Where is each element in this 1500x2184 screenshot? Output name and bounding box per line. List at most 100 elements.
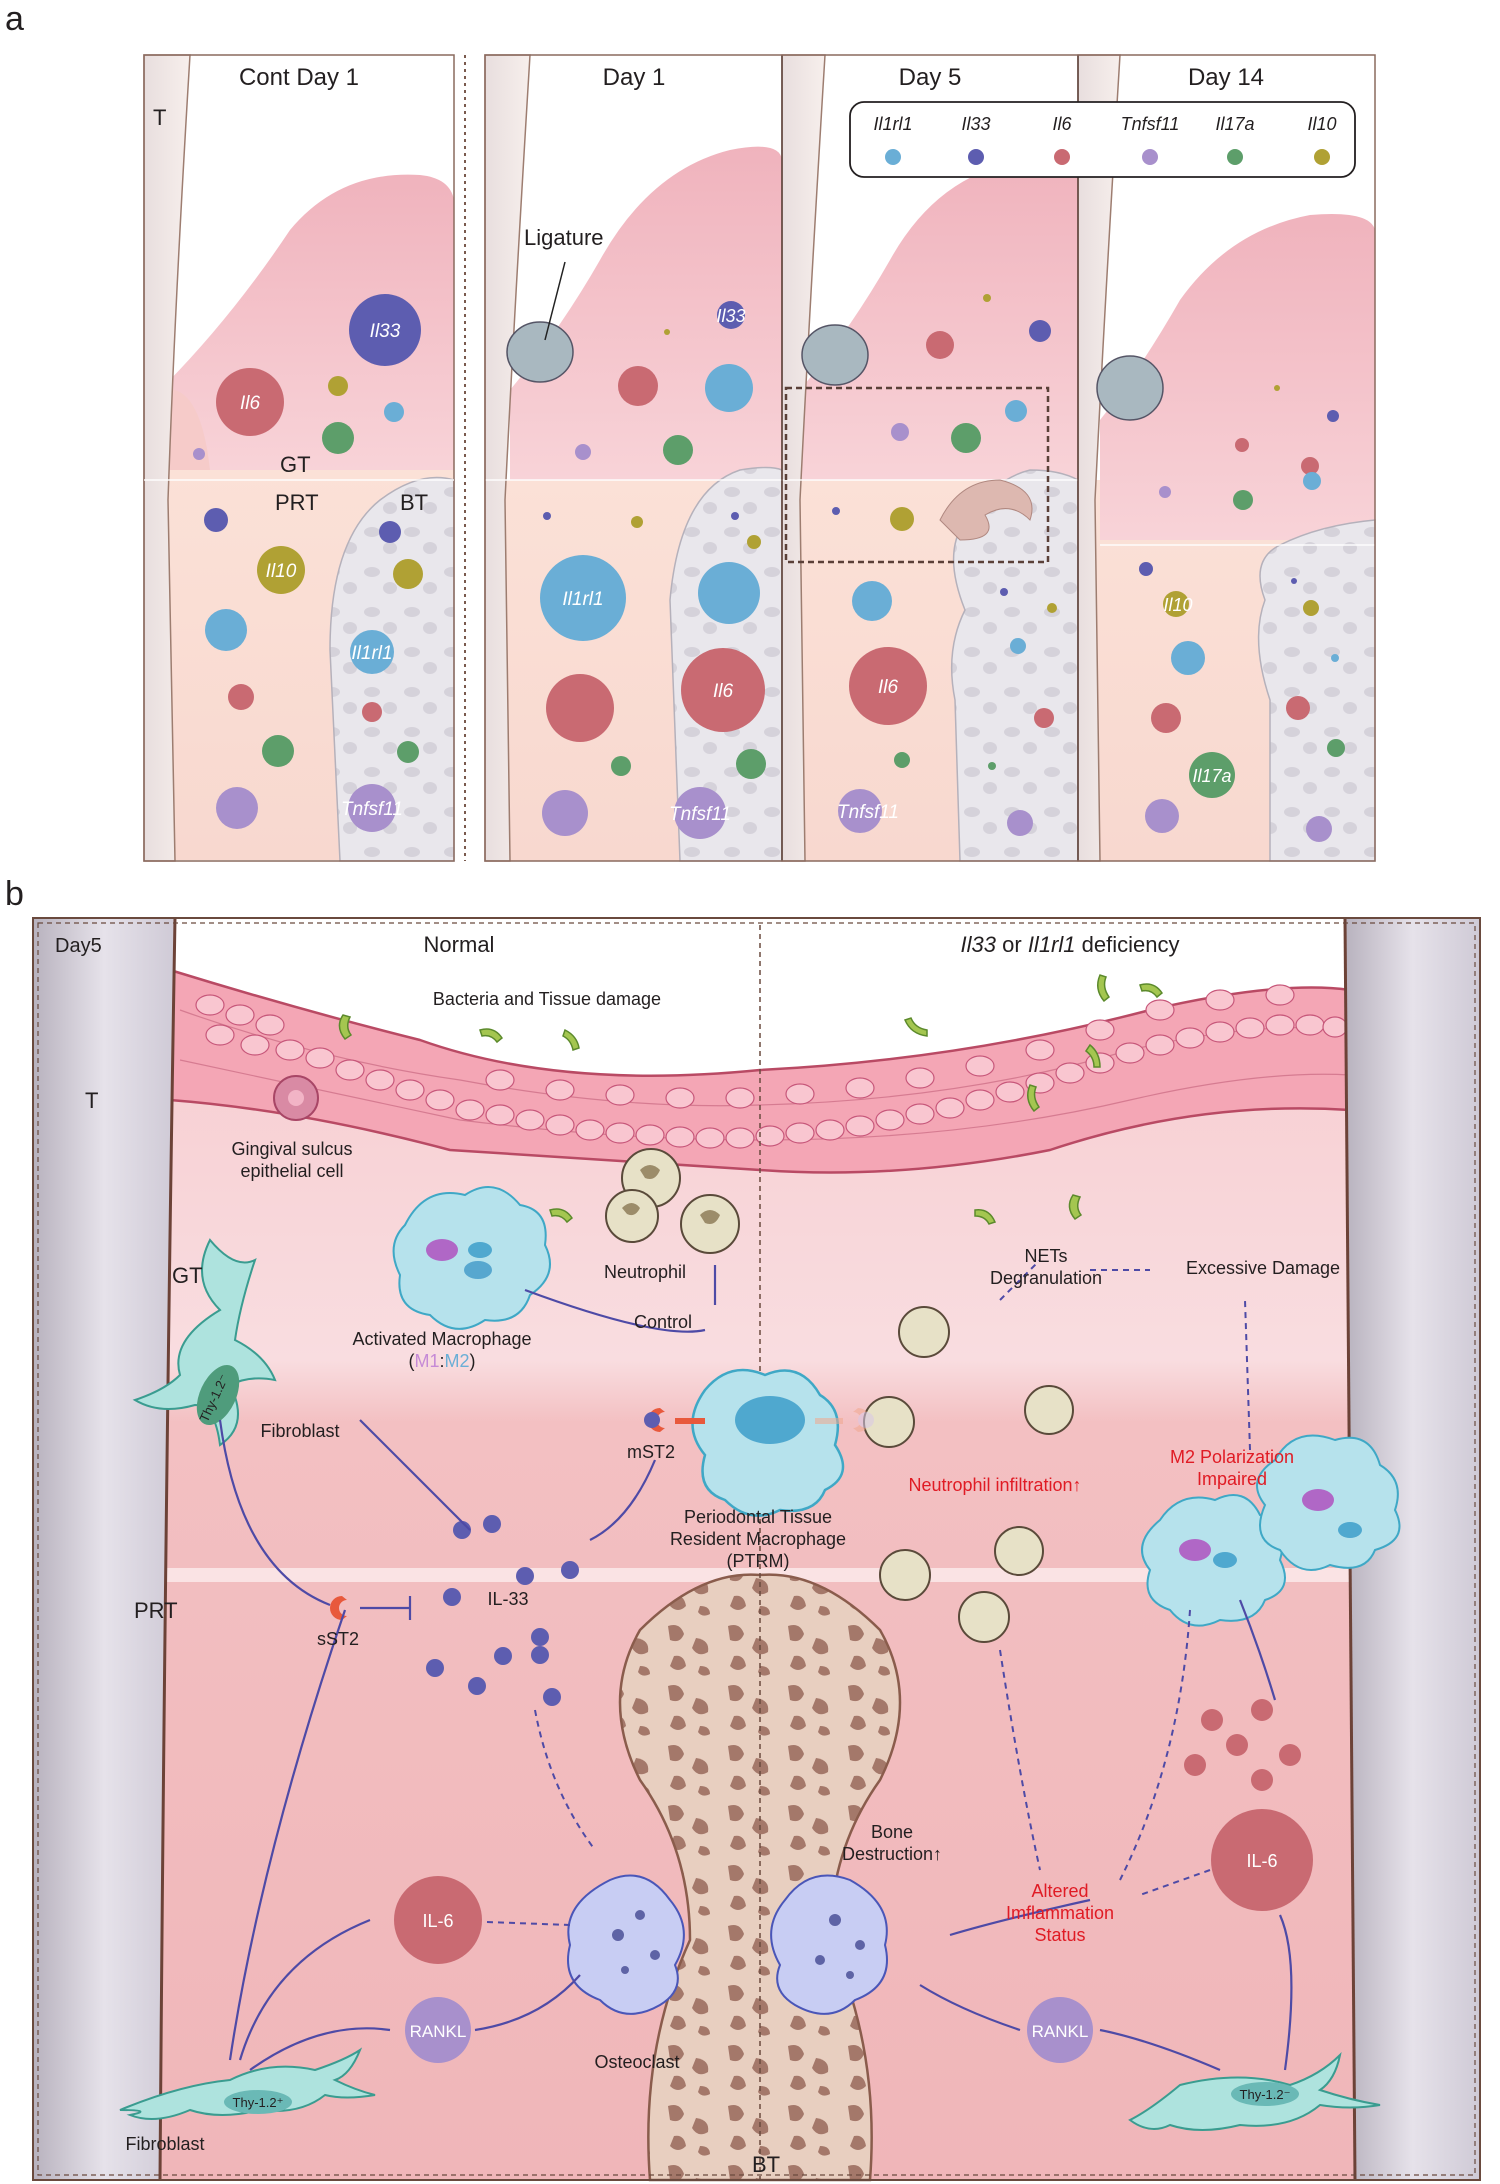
ligature-day1 — [506, 321, 574, 383]
il6-label-deficiency: IL-6 — [1246, 1851, 1277, 1871]
altered-label-3: Status — [1034, 1925, 1085, 1945]
column-title-day5: Day 5 — [899, 64, 962, 91]
cell-dot — [228, 684, 254, 710]
ligature-day5 — [801, 324, 869, 386]
m1-m2-colon: : — [439, 1351, 444, 1371]
label-il6-day5: Il6 — [878, 677, 899, 698]
m1-m2-open: ( — [408, 1351, 414, 1371]
altered-label-2: Imflammation — [1006, 1903, 1114, 1923]
tissue-label-ligament: PRT — [275, 490, 319, 515]
day5-column-cells — [832, 294, 1057, 836]
ptrm-label-1: Periodontal Tissue — [684, 1507, 832, 1527]
legend-dot-il17a — [1227, 149, 1243, 165]
panel-b-tissue-bone: BT — [752, 2152, 780, 2177]
label-tnfsf11: Tnfsf11 — [341, 799, 403, 820]
label-il10-day14: Il10 — [1163, 595, 1192, 615]
osteoclast-label: Osteoclast — [594, 2052, 679, 2072]
neutrophil-group-deficiency — [863, 1306, 1074, 1643]
osteoclast-deficiency — [770, 1874, 888, 2015]
activated-macrophage-label: Activated Macrophage — [352, 1329, 531, 1349]
label-tnfsf11-day5: Tnfsf11 — [837, 802, 899, 823]
il33-label: IL-33 — [487, 1589, 528, 1609]
rankl-circle-deficiency — [1027, 1997, 1093, 2063]
il6-dots — [1184, 1699, 1301, 1791]
cell-dot — [205, 609, 247, 651]
il6-circle-normal — [394, 1876, 482, 1964]
fibroblast-bottom-left — [119, 2047, 376, 2120]
m1-label: M1 — [414, 1351, 439, 1371]
cell-dot — [393, 559, 423, 589]
panel-b-letter: b — [5, 875, 24, 913]
legend-dot-il1rl1 — [885, 149, 901, 165]
deficiency-title: Il33 or Il1rl1 deficiency — [961, 932, 1180, 957]
cell-il10 — [257, 546, 305, 594]
rankl-circle-normal — [405, 1997, 471, 2063]
panel-b-frame — [32, 917, 1481, 2181]
normal-title: Normal — [424, 932, 495, 957]
gingival-cell-label-2: epithelial cell — [240, 1161, 343, 1181]
cell-dot — [193, 448, 205, 460]
cell-dot — [379, 521, 401, 543]
il6-label-normal: IL-6 — [422, 1911, 453, 1931]
neutrophil-label: Neutrophil — [604, 1262, 686, 1282]
cell-dot — [328, 376, 348, 396]
label-il1rl1-day1: Il1rl1 — [562, 589, 603, 610]
cell-dot — [216, 787, 258, 829]
legend-dot-tnfsf11 — [1142, 149, 1158, 165]
sst2-receptor — [330, 1596, 347, 1620]
label-il1rl1: Il1rl1 — [351, 643, 392, 664]
m2-label: M2 — [445, 1351, 470, 1371]
nets-label-2: Degranulation — [990, 1268, 1102, 1288]
bone-destruction-label-1: Bone — [871, 1822, 913, 1842]
activated-macrophage — [392, 1186, 551, 1330]
excessive-damage-label: Excessive Damage — [1186, 1258, 1340, 1278]
nets-label-1: NETs — [1024, 1246, 1067, 1266]
cell-dot — [322, 422, 354, 454]
bacteria-label: Bacteria and Tissue damage — [433, 989, 661, 1009]
cell-il33 — [349, 294, 421, 366]
legend-label-il10: Il10 — [1307, 114, 1336, 134]
mst2-receptor — [644, 1408, 705, 1432]
bone-destruction-label-2: Destruction↑ — [842, 1844, 942, 1864]
m1-macrophages — [1141, 1434, 1401, 1627]
cell-tnfsf11 — [348, 784, 396, 832]
legend-label-il33: Il33 — [961, 114, 990, 134]
gingival-sulcus-cell-nucleus — [288, 1090, 304, 1106]
day1-column-cells — [540, 301, 766, 839]
thy-pos-label-left: Thy-1.2⁺ — [233, 2095, 284, 2110]
legend-label-il17a: Il17a — [1215, 114, 1254, 134]
deficiency-gene1: Il33 — [961, 932, 997, 957]
panel-a-control-column — [143, 54, 455, 862]
cell-dot — [384, 402, 404, 422]
m1-m2-ratio: (M1:M2) — [408, 1351, 475, 1371]
column-title-day1: Day 1 — [603, 64, 666, 91]
pathway-arrows — [218, 1265, 1293, 2072]
m2-impaired-label-2: Impaired — [1197, 1469, 1267, 1489]
panel-a-letter: a — [5, 0, 24, 38]
legend-dot-il6 — [1054, 149, 1070, 165]
gingival-cell-label-1: Gingival sulcus — [231, 1139, 352, 1159]
label-il10: Il10 — [266, 561, 297, 582]
neutrophil-group-normal — [605, 1148, 740, 1254]
fibroblast-bottom-right — [1128, 2051, 1381, 2131]
tissue-label-bone: BT — [400, 490, 428, 515]
fibroblast-label-bottom: Fibroblast — [125, 2134, 204, 2154]
zoom-inset-box — [784, 386, 1050, 564]
cell-dot — [397, 741, 419, 763]
cell-dot — [204, 508, 228, 532]
fibroblast-label-top: Fibroblast — [260, 1421, 339, 1441]
bacteria-group — [338, 974, 1164, 1271]
sst2-label: sST2 — [317, 1629, 359, 1649]
legend-label-il1rl1: Il1rl1 — [873, 114, 912, 134]
ligature-label: Ligature — [524, 225, 604, 250]
ptrm-macrophage — [691, 1368, 845, 1517]
legend-label-tnfsf11: Tnfsf11 — [1121, 114, 1180, 134]
mst2-label: mST2 — [627, 1442, 675, 1462]
panel-b-tissue-tooth: T — [85, 1088, 98, 1113]
mst2-receptor-faded — [815, 1408, 874, 1432]
fibroblast-top — [132, 1238, 277, 1447]
legend-dot-il33 — [968, 149, 984, 165]
il6-circle-deficiency — [1211, 1809, 1313, 1911]
ptrm-label-3: (PTRM) — [727, 1551, 790, 1571]
